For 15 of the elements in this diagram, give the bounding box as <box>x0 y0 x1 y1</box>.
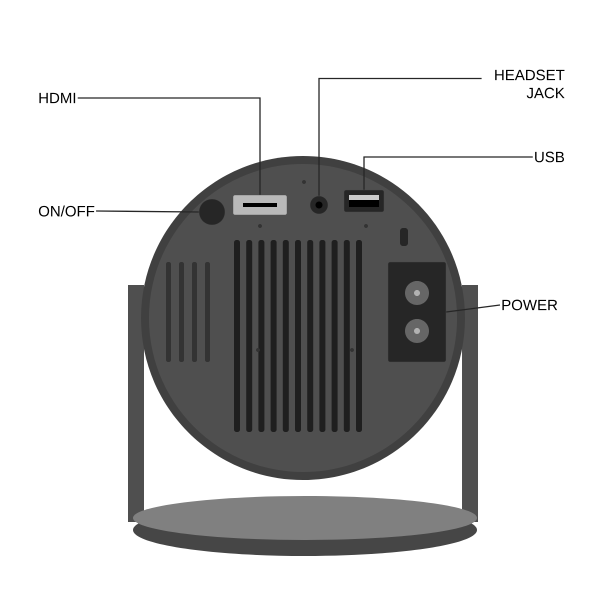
usb-port <box>344 190 384 212</box>
callout-label: HEADSET JACK <box>495 70 565 98</box>
headphone-jack <box>310 196 328 214</box>
hdmi-port <box>232 194 288 216</box>
callout-label: HDMI <box>39 92 76 104</box>
leader-line <box>363 156 533 190</box>
leader-line <box>446 304 500 313</box>
leader-line <box>96 210 199 213</box>
leader-line <box>78 97 261 195</box>
power-socket <box>388 262 446 362</box>
leader-line <box>318 78 482 196</box>
callout-label: USB <box>535 152 564 162</box>
callout-label: ON/OFF <box>38 205 94 216</box>
callout-label: POWER <box>502 300 558 310</box>
power-button <box>198 198 226 226</box>
